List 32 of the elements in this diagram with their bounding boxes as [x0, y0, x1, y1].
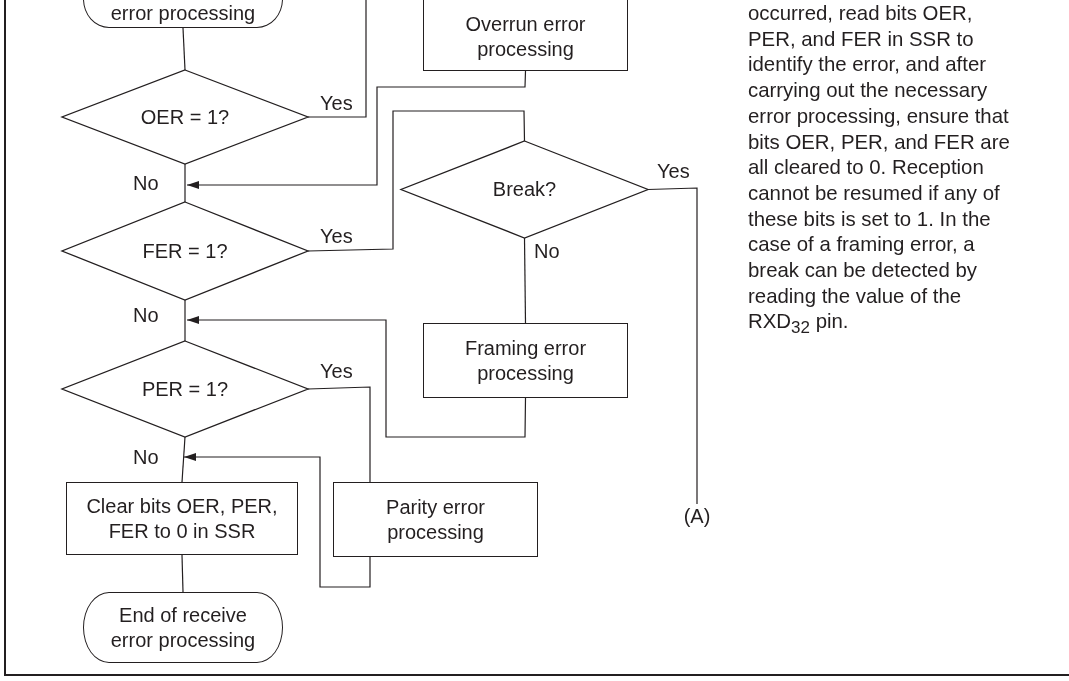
- process-box: [423, 323, 628, 398]
- node-label: Break?: [491, 177, 558, 202]
- connector-line: [307, 386, 371, 483]
- connector-line: [181, 436, 186, 483]
- terminal-shape: [83, 592, 283, 663]
- node-label: OER = 1?: [139, 104, 231, 130]
- connector-line: [181, 554, 184, 593]
- process-box: [333, 482, 538, 557]
- connector-line: [647, 187, 698, 505]
- decision-diamond: [62, 202, 308, 300]
- process-box: [66, 482, 298, 555]
- decision-diamond: [62, 341, 308, 437]
- connector-line: [182, 27, 186, 71]
- node-label: Overrun error processing: [464, 12, 587, 62]
- decision-diamond: [401, 141, 648, 238]
- node-label: Framing error processing: [463, 335, 588, 386]
- node-label: FER = 1?: [141, 238, 229, 264]
- connector-label: (A): [683, 504, 711, 529]
- node-label: PER = 1?: [140, 376, 230, 402]
- arrow: [186, 70, 527, 189]
- node-label: Clear bits OER, PER, FER to 0 in SSR: [85, 493, 279, 544]
- decision-diamond: [62, 70, 308, 164]
- connector-line: [184, 163, 186, 203]
- connector-line: [184, 299, 186, 342]
- connector-line: [523, 237, 527, 324]
- note-text: occurred, read bits OER, PER, and FER in SSR to identify the error, and after carrying out the necessary error processing, ensure that bits OER, PER, and FER are all cleared to 0. Reception cannot be resumed if any of these bits is set to 1. In the case of a framing error, a break can be detected by reading the value of the RXD$_{32}$ pin.: [748, 1, 1010, 340]
- arrow: [183, 453, 371, 588]
- connector-line: [307, 110, 526, 252]
- arrow: [186, 316, 527, 438]
- node-label: error processing: [109, 1, 257, 26]
- node-label: End of receive error processing: [109, 602, 257, 653]
- node-label: Parity error processing: [385, 494, 486, 545]
